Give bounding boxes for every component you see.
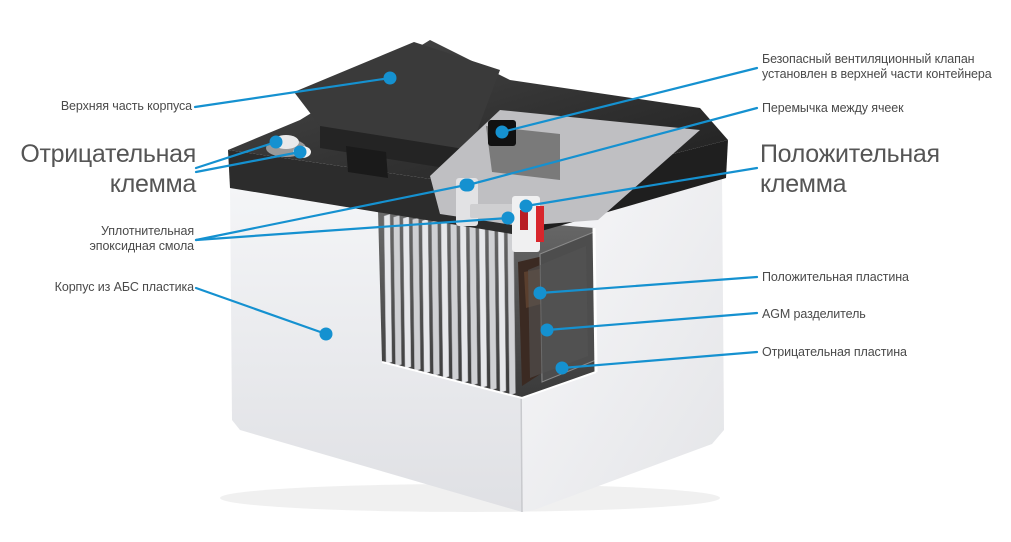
label-negative-terminal: Отрицательная клемма — [10, 140, 196, 199]
label-positive-terminal: Положительная клемма — [760, 140, 940, 199]
label-negative-terminal-line1: Отрицательная — [20, 140, 196, 168]
label-safety-valve: Безопасный вентиляционный клапан установ… — [762, 52, 992, 82]
cut-edge-bottom — [381, 361, 597, 400]
label-positive-terminal-line2: клемма — [760, 169, 847, 198]
callout-negative-plate-dot — [555, 361, 569, 375]
label-abs-case: Корпус из АБС пластика — [54, 280, 194, 294]
callout-negative-terminal-line — [194, 140, 278, 170]
callout-positive-plate-line — [538, 275, 759, 295]
label-safety-valve-line2: установлен в верхней части контейнера — [762, 67, 992, 81]
label-safety-valve-line1: Безопасный вентиляционный клапан — [762, 52, 975, 66]
callout-lines — [193, 66, 759, 375]
positive-terminal-red-mark — [536, 206, 544, 242]
floor-shadow — [220, 484, 720, 512]
callout-negative-terminal-cap-line — [194, 150, 302, 174]
label-positive-terminal-line1: Положительная — [760, 140, 940, 168]
callout-positive-terminal-line — [524, 166, 759, 208]
label-positive-plate: Положительная пластина — [762, 270, 909, 284]
label-sealing-epoxy-line2: эпоксидная смола — [89, 239, 195, 253]
callout-abs-case-line — [194, 286, 328, 336]
callout-negative-terminal-cap-dot — [293, 145, 307, 159]
callout-sealing-epoxy-a-line — [194, 183, 468, 242]
label-cell-connector: Перемычка между ячеек — [762, 101, 904, 115]
callout-top-case-dot — [383, 71, 397, 85]
plate-sheet — [383, 213, 393, 365]
label-negative-plate: Отрицательная пластина — [762, 345, 907, 359]
callout-agm-separator-line — [545, 311, 759, 332]
lid-raised-block-front — [320, 126, 470, 172]
callout-negative-terminal-dot — [269, 135, 283, 149]
callout-cell-connector-dot — [461, 178, 475, 192]
lid-handle — [346, 146, 388, 178]
callout-agm-separator-dot — [540, 323, 554, 337]
callout-cell-connector-line — [466, 106, 759, 187]
callout-sealing-epoxy-b-line — [194, 216, 510, 242]
label-negative-terminal-line2: клемма — [109, 169, 197, 198]
lid-raised-block — [294, 42, 500, 150]
plate-sheet — [393, 214, 402, 367]
cut-edge-right — [592, 227, 598, 373]
callout-positive-plate-dot — [533, 286, 547, 300]
callout-sealing-epoxy-b-dot — [501, 211, 515, 225]
callout-top-case-line — [193, 76, 392, 109]
agm-separator-sheet-front — [528, 246, 588, 378]
callout-safety-valve-dot — [495, 125, 509, 139]
plate-sheet — [402, 216, 412, 370]
callout-positive-terminal-dot — [519, 199, 533, 213]
label-sealing-epoxy: Уплотнительная эпоксидная смола — [40, 224, 195, 254]
callout-abs-case-dot — [319, 327, 333, 341]
callout-negative-plate-line — [560, 350, 759, 370]
callout-safety-valve-line — [500, 66, 759, 134]
positive-terminal-red-mark-2 — [520, 210, 528, 230]
label-top-case: Верхняя часть корпуса — [60, 99, 192, 113]
label-agm-separator: AGM разделитель — [762, 307, 866, 321]
label-sealing-epoxy-line1: Уплотнительная — [100, 224, 194, 238]
